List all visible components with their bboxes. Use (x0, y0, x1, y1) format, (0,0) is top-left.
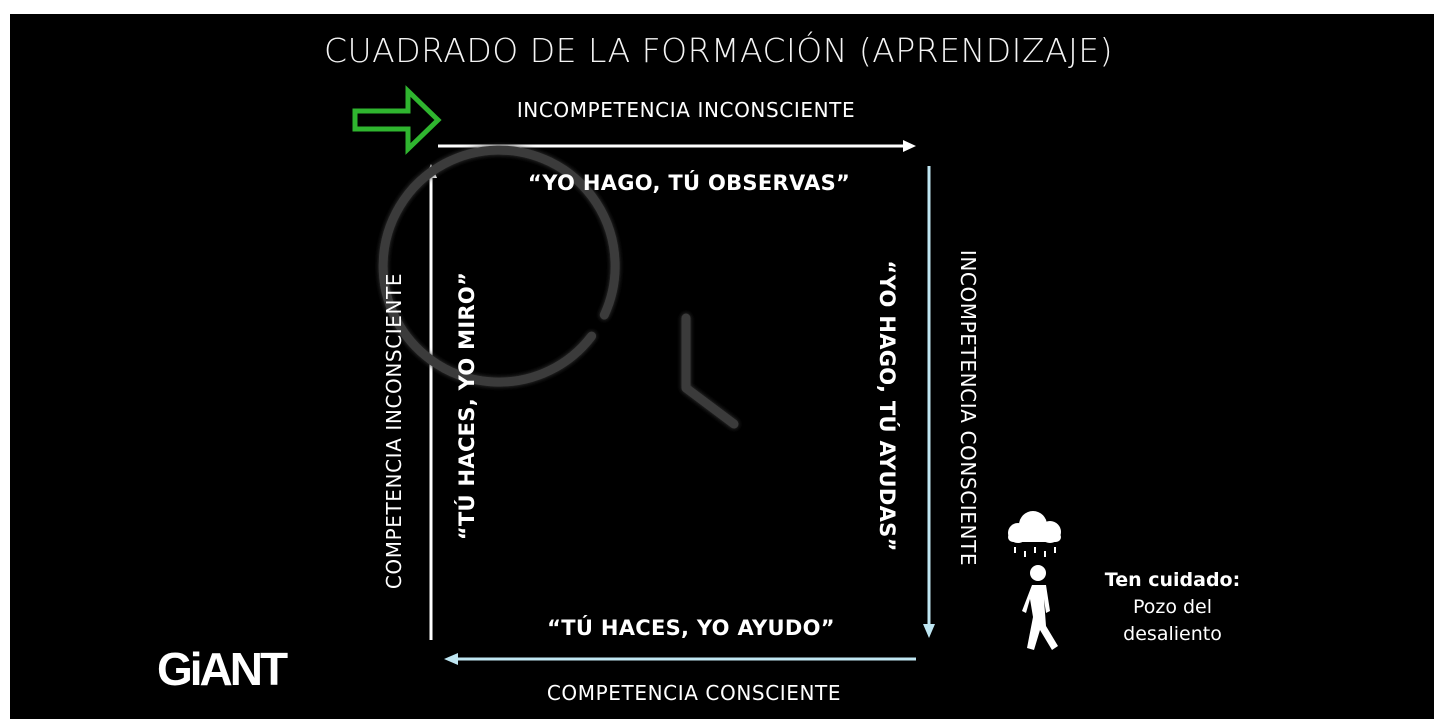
diagram-graphics (352, 85, 1061, 665)
warning-line-1: Ten cuidado: (1104, 569, 1241, 591)
stage-label-left: COMPETENCIA INCONSCIENTE (382, 272, 406, 590)
start-arrow-icon (352, 85, 442, 155)
walking-person-icon (1022, 565, 1058, 650)
arrow-top (438, 140, 916, 152)
quote-left: “TÚ HACES, YO MIRO” (455, 271, 479, 541)
sad-person-rain-icon (1008, 511, 1061, 650)
page-title: CUADRADO DE LA FORMACIÓN (APRENDIZAJE) (323, 31, 1114, 70)
warning-line-3: desaliento (1123, 623, 1222, 645)
stage-label-right: INCOMPETENCIA CONSCIENTE (956, 249, 980, 567)
warning-note: Ten cuidado: Pozo del desaliento (1085, 567, 1260, 648)
stage-label-bottom: COMPETENCIA CONSCIENTE (546, 681, 842, 705)
quote-top: “YO HAGO, TÚ OBSERVAS” (527, 171, 851, 195)
stage-label-top: INCOMPETENCIA INCONSCIENTE (516, 98, 856, 122)
slide-canvas: CUADRADO DE LA FORMACIÓN (APRENDIZAJE) I… (10, 14, 1434, 719)
giant-logo: GiANT (157, 643, 288, 695)
arrow-right (923, 166, 935, 638)
clock-icon (378, 145, 739, 429)
arrow-left (425, 164, 437, 640)
quote-bottom: “TÚ HACES, YO AYUDO” (547, 616, 835, 640)
warning-line-2: Pozo del (1132, 596, 1213, 618)
quote-right: “YO HAGO, TÚ AYUDAS” (875, 260, 899, 552)
rain-cloud-icon (1008, 511, 1061, 557)
arrow-bottom (444, 653, 916, 665)
